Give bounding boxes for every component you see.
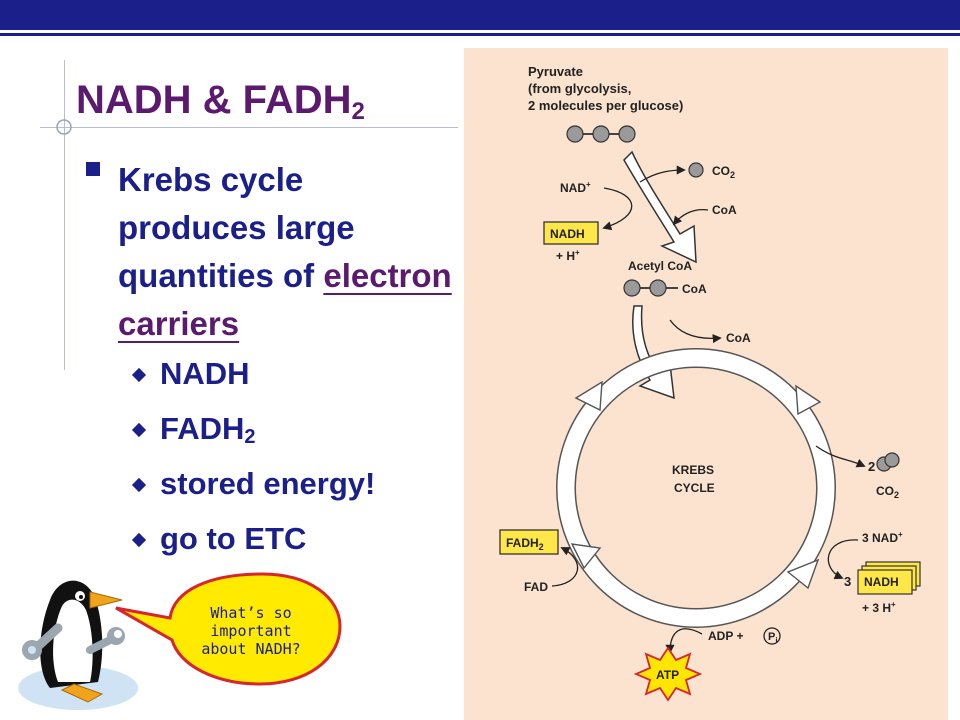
three-nad-label: 3 NAD+: [862, 530, 903, 545]
pyruvate-molecule-icon: [566, 125, 636, 143]
krebs-label: KREBS: [672, 463, 714, 477]
phosphate-label: Pi: [768, 631, 778, 645]
two-co2-molecule-icon: [876, 452, 900, 472]
coa-in-arrow: [672, 208, 709, 226]
pyruvate-label: Pyruvate: [528, 64, 583, 79]
speech-bubble-line: about NADH?: [201, 640, 301, 658]
acetyl-to-cycle-arrow: [632, 305, 675, 400]
diamond-bullet-icon: [131, 422, 147, 438]
square-bullet-icon: [86, 162, 100, 176]
sub-bullet-nadh: NADH: [131, 356, 250, 392]
nadh-stack-boxes: [857, 561, 921, 595]
fadh2-box-label: FADH2: [506, 536, 544, 552]
speech-bubble-line: important: [210, 622, 292, 640]
co2-molecule-icon: [688, 162, 704, 178]
three-number: 3: [844, 574, 851, 589]
nad-plus-label: NAD+: [560, 180, 591, 195]
speech-bubble: [115, 572, 342, 686]
coa-in-label: CoA: [712, 203, 737, 217]
fad-to-fadh2-arrow: [551, 547, 579, 587]
pyruvate-count-label: 2 molecules per glucose): [528, 98, 683, 113]
co2-release-arrow: [639, 165, 686, 183]
fadh2-box: [499, 529, 559, 555]
sub-bullet-stored-energy: stored energy!: [131, 466, 376, 502]
phosphate-icon: [763, 627, 781, 645]
sub-bullet-fadh2: FADH2: [131, 411, 256, 448]
main-bullet-text: Krebs cycle produces large quantities of…: [118, 156, 458, 348]
sub-bullet-text: stored energy!: [160, 466, 376, 501]
nadh-box-label: NADH: [550, 227, 585, 241]
top-banner: [0, 0, 960, 30]
adp-to-atp-arrow: [665, 628, 703, 654]
acetyl-coa-label: Acetyl CoA: [628, 259, 692, 273]
speech-bubble-text: What’s so important about NADH?: [176, 604, 326, 658]
speech-bubble-line: What’s so: [210, 604, 292, 622]
two-co2-number: 2: [868, 459, 875, 474]
top-banner-line: [0, 33, 960, 36]
coa-out-label: CoA: [726, 331, 751, 345]
penguin-with-wrench-illustration: [18, 580, 138, 710]
co2-top-label: CO2: [712, 164, 735, 180]
adp-label: ADP +: [708, 629, 743, 643]
sub-bullet-text: FADH: [160, 411, 245, 446]
pyruvate-to-acetyl-arrow: [623, 150, 697, 264]
atp-starburst-icon: [633, 646, 703, 702]
main-bullet-text-body: Krebs cycle produces large quantities of: [118, 161, 355, 294]
cycle-label: CYCLE: [674, 481, 715, 495]
co2-right-label: CO2: [876, 484, 899, 500]
sub-bullet-subscript: 2: [244, 426, 256, 448]
crosshair-ornament-icon: [56, 119, 72, 135]
sub-bullet-go-to-etc: go to ETC: [131, 521, 307, 557]
coa-out-arrow: [669, 319, 722, 344]
electron-carriers-link[interactable]: electron carriers: [118, 257, 452, 342]
nad-to-nadh-arrow: [602, 187, 633, 231]
acetyl-coa-molecule-icon: [623, 279, 678, 297]
diamond-bullet-icon: [131, 477, 147, 493]
slide-horizontal-rule: [40, 127, 458, 128]
sub-bullet-text: NADH: [160, 356, 250, 391]
plus-3h-label: + 3 H+: [862, 600, 896, 615]
cycle-direction-arrowheads: [570, 380, 822, 590]
slide-title-text: NADH & FADH: [76, 78, 352, 122]
pyruvate-source-label: (from glycolysis,: [528, 81, 631, 96]
diamond-bullet-icon: [131, 532, 147, 548]
krebs-cycle-diagram: Pyruvate (from glycolysis, 2 molecules p…: [499, 64, 921, 702]
nadh-box: [543, 221, 599, 245]
slide-title: NADH & FADH2: [76, 78, 365, 125]
plus-h-label: + H+: [556, 248, 580, 263]
sub-bullet-text: go to ETC: [160, 521, 307, 556]
coa-label: CoA: [682, 282, 707, 296]
fad-label: FAD: [524, 580, 548, 594]
nadh-stack-label: NADH: [864, 575, 899, 589]
slide-title-subscript: 2: [351, 98, 365, 125]
atp-label: ATP: [656, 668, 679, 682]
diamond-bullet-icon: [131, 367, 147, 383]
slide-vertical-rule: [64, 60, 65, 370]
nad-to-nadh-right-arrow: [827, 539, 859, 580]
co2-right-arrow: [815, 445, 866, 468]
